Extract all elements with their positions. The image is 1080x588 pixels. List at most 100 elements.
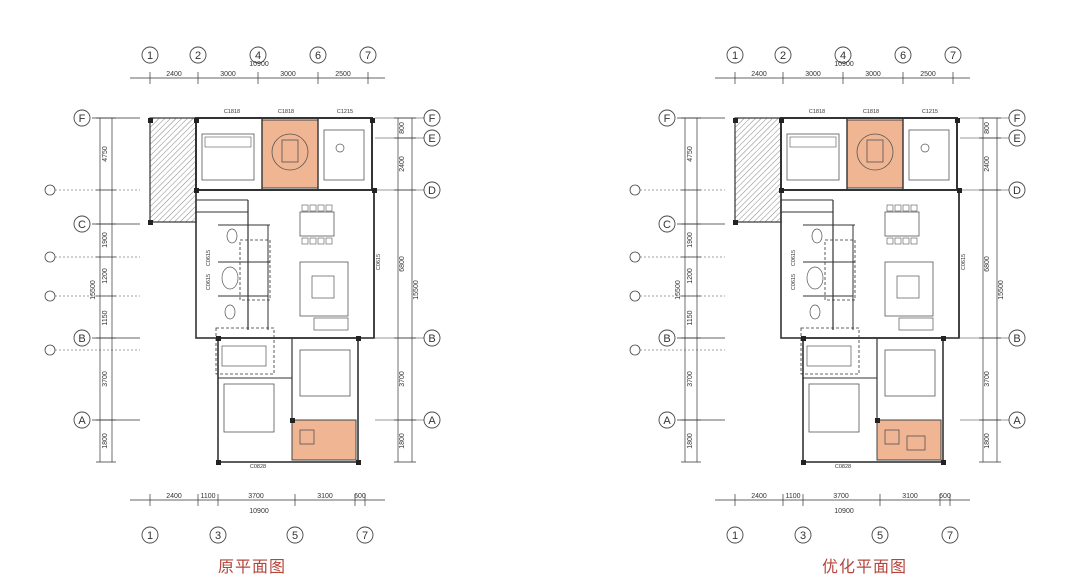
bottom-axis-bubble-label: 1 <box>732 530 738 542</box>
top-dim-label: 2400 <box>166 71 182 78</box>
pillow <box>789 136 837 148</box>
column-post <box>148 118 153 123</box>
top-axis-bubble-label: 7 <box>950 50 956 62</box>
left-axis-bubble-label: F <box>79 113 86 125</box>
top-axis-bubble-circle <box>249 46 267 64</box>
bottom-dim-label: 3100 <box>317 493 333 500</box>
top-axis-bubble-label: 6 <box>315 50 321 62</box>
coffee-table <box>311 275 335 299</box>
left-dim-label: 1150 <box>102 310 109 325</box>
window-label: C0615 <box>206 274 212 290</box>
bottom-dim-label: 600 <box>939 493 951 500</box>
toilet-icon <box>224 304 236 320</box>
top-axis-bubble-label: 1 <box>147 50 153 62</box>
left-axis-bubble-circle <box>73 329 91 347</box>
dining-chair <box>325 237 333 245</box>
right-total-label: 15500 <box>413 280 420 300</box>
bottom-dim-label: 1100 <box>785 493 800 500</box>
wardrobe <box>806 345 852 367</box>
ref-marker <box>44 290 56 302</box>
column-post <box>290 418 295 423</box>
bed-icon <box>281 139 299 163</box>
south-rooms-wall <box>217 337 359 463</box>
top-dim-label: 2400 <box>751 71 767 78</box>
sofa-area <box>299 261 349 317</box>
right-dim-label: 6800 <box>399 256 406 272</box>
toilet-icon <box>226 228 238 244</box>
left-dim-label: 1900 <box>687 232 694 248</box>
top-axis-bubble-label: 2 <box>780 50 786 62</box>
window-label: C0615 <box>961 254 967 270</box>
right-dim-label: 800 <box>399 122 406 134</box>
bottom-axis-bubble-circle <box>286 526 304 544</box>
top-axis-bubble-label: 1 <box>732 50 738 62</box>
column-post <box>779 188 784 193</box>
window-label: C0615 <box>206 250 212 266</box>
kitchen-counter <box>908 129 950 181</box>
dining-chair <box>301 204 309 212</box>
right-axis-bubble-label: A <box>1013 415 1021 427</box>
top-dim-label: 2500 <box>920 71 936 78</box>
right-axis-bubble-label: D <box>1013 185 1021 197</box>
dining-table <box>299 211 335 237</box>
second-bed <box>884 349 936 397</box>
column-post <box>372 188 377 193</box>
left-dim-label: 1900 <box>102 232 109 248</box>
dining-chair <box>886 204 894 212</box>
left-total-label: 15500 <box>675 280 682 300</box>
right-axis-bubble-label: D <box>428 185 436 197</box>
ref-marker <box>44 251 56 263</box>
right-dim-label: 1800 <box>984 433 991 449</box>
right-axis-bubble-label: B <box>1013 333 1020 345</box>
column-post <box>216 460 221 465</box>
left-axis-bubble-label: A <box>663 415 671 427</box>
bottom-dim-label: 3700 <box>248 493 264 500</box>
bed-circle <box>856 133 894 171</box>
bottom-axis-bubble-label: 5 <box>292 530 298 542</box>
dining-chair <box>902 237 910 245</box>
column-post <box>941 336 946 341</box>
bottom-axis-bubble-label: 1 <box>147 530 153 542</box>
window-label: C1215 <box>922 109 938 115</box>
toilet-icon <box>811 228 823 244</box>
column-post <box>194 188 199 193</box>
right-axis-bubble-label: E <box>1013 133 1020 145</box>
dining-table <box>884 211 920 237</box>
bathtub-icon <box>806 266 824 290</box>
left-dim-label: 4750 <box>102 146 109 162</box>
left-axis-bubble-label: C <box>78 219 86 231</box>
bottom-dim-label: 3100 <box>902 493 918 500</box>
column-post <box>801 336 806 341</box>
left-dim-label: 1200 <box>102 268 109 284</box>
dashed-zone <box>239 239 271 301</box>
left-total-label: 15500 <box>90 280 97 300</box>
south-bed <box>808 383 860 433</box>
bottom-dim-label: 3700 <box>833 493 849 500</box>
column-post <box>955 118 960 123</box>
column-post <box>194 118 199 123</box>
dining-chair <box>325 204 333 212</box>
ref-marker <box>629 290 641 302</box>
top-total-label: 10900 <box>834 61 854 68</box>
bottom-dim-label: 2400 <box>751 493 767 500</box>
dining-chair <box>894 204 902 212</box>
dining-chair <box>894 237 902 245</box>
top-axis-bubble-circle <box>774 46 792 64</box>
column-post <box>733 118 738 123</box>
right-axis-bubble-label: B <box>428 333 435 345</box>
wardrobe <box>221 345 267 367</box>
right-dim-label: 2400 <box>399 156 406 172</box>
top-axis-bubble-label: 7 <box>365 50 371 62</box>
plan-caption-original: 原平面图 <box>218 557 287 576</box>
top-total-label: 10900 <box>249 61 269 68</box>
bottom-axis-bubble-circle <box>941 526 959 544</box>
dining-chair <box>317 237 325 245</box>
top-axis-bubble-label: 4 <box>255 50 261 62</box>
bottom-axis-bubble-circle <box>141 526 159 544</box>
column-post <box>148 220 153 225</box>
bottom-total-label: 10900 <box>834 508 854 515</box>
right-dim-label: 3700 <box>984 371 991 387</box>
